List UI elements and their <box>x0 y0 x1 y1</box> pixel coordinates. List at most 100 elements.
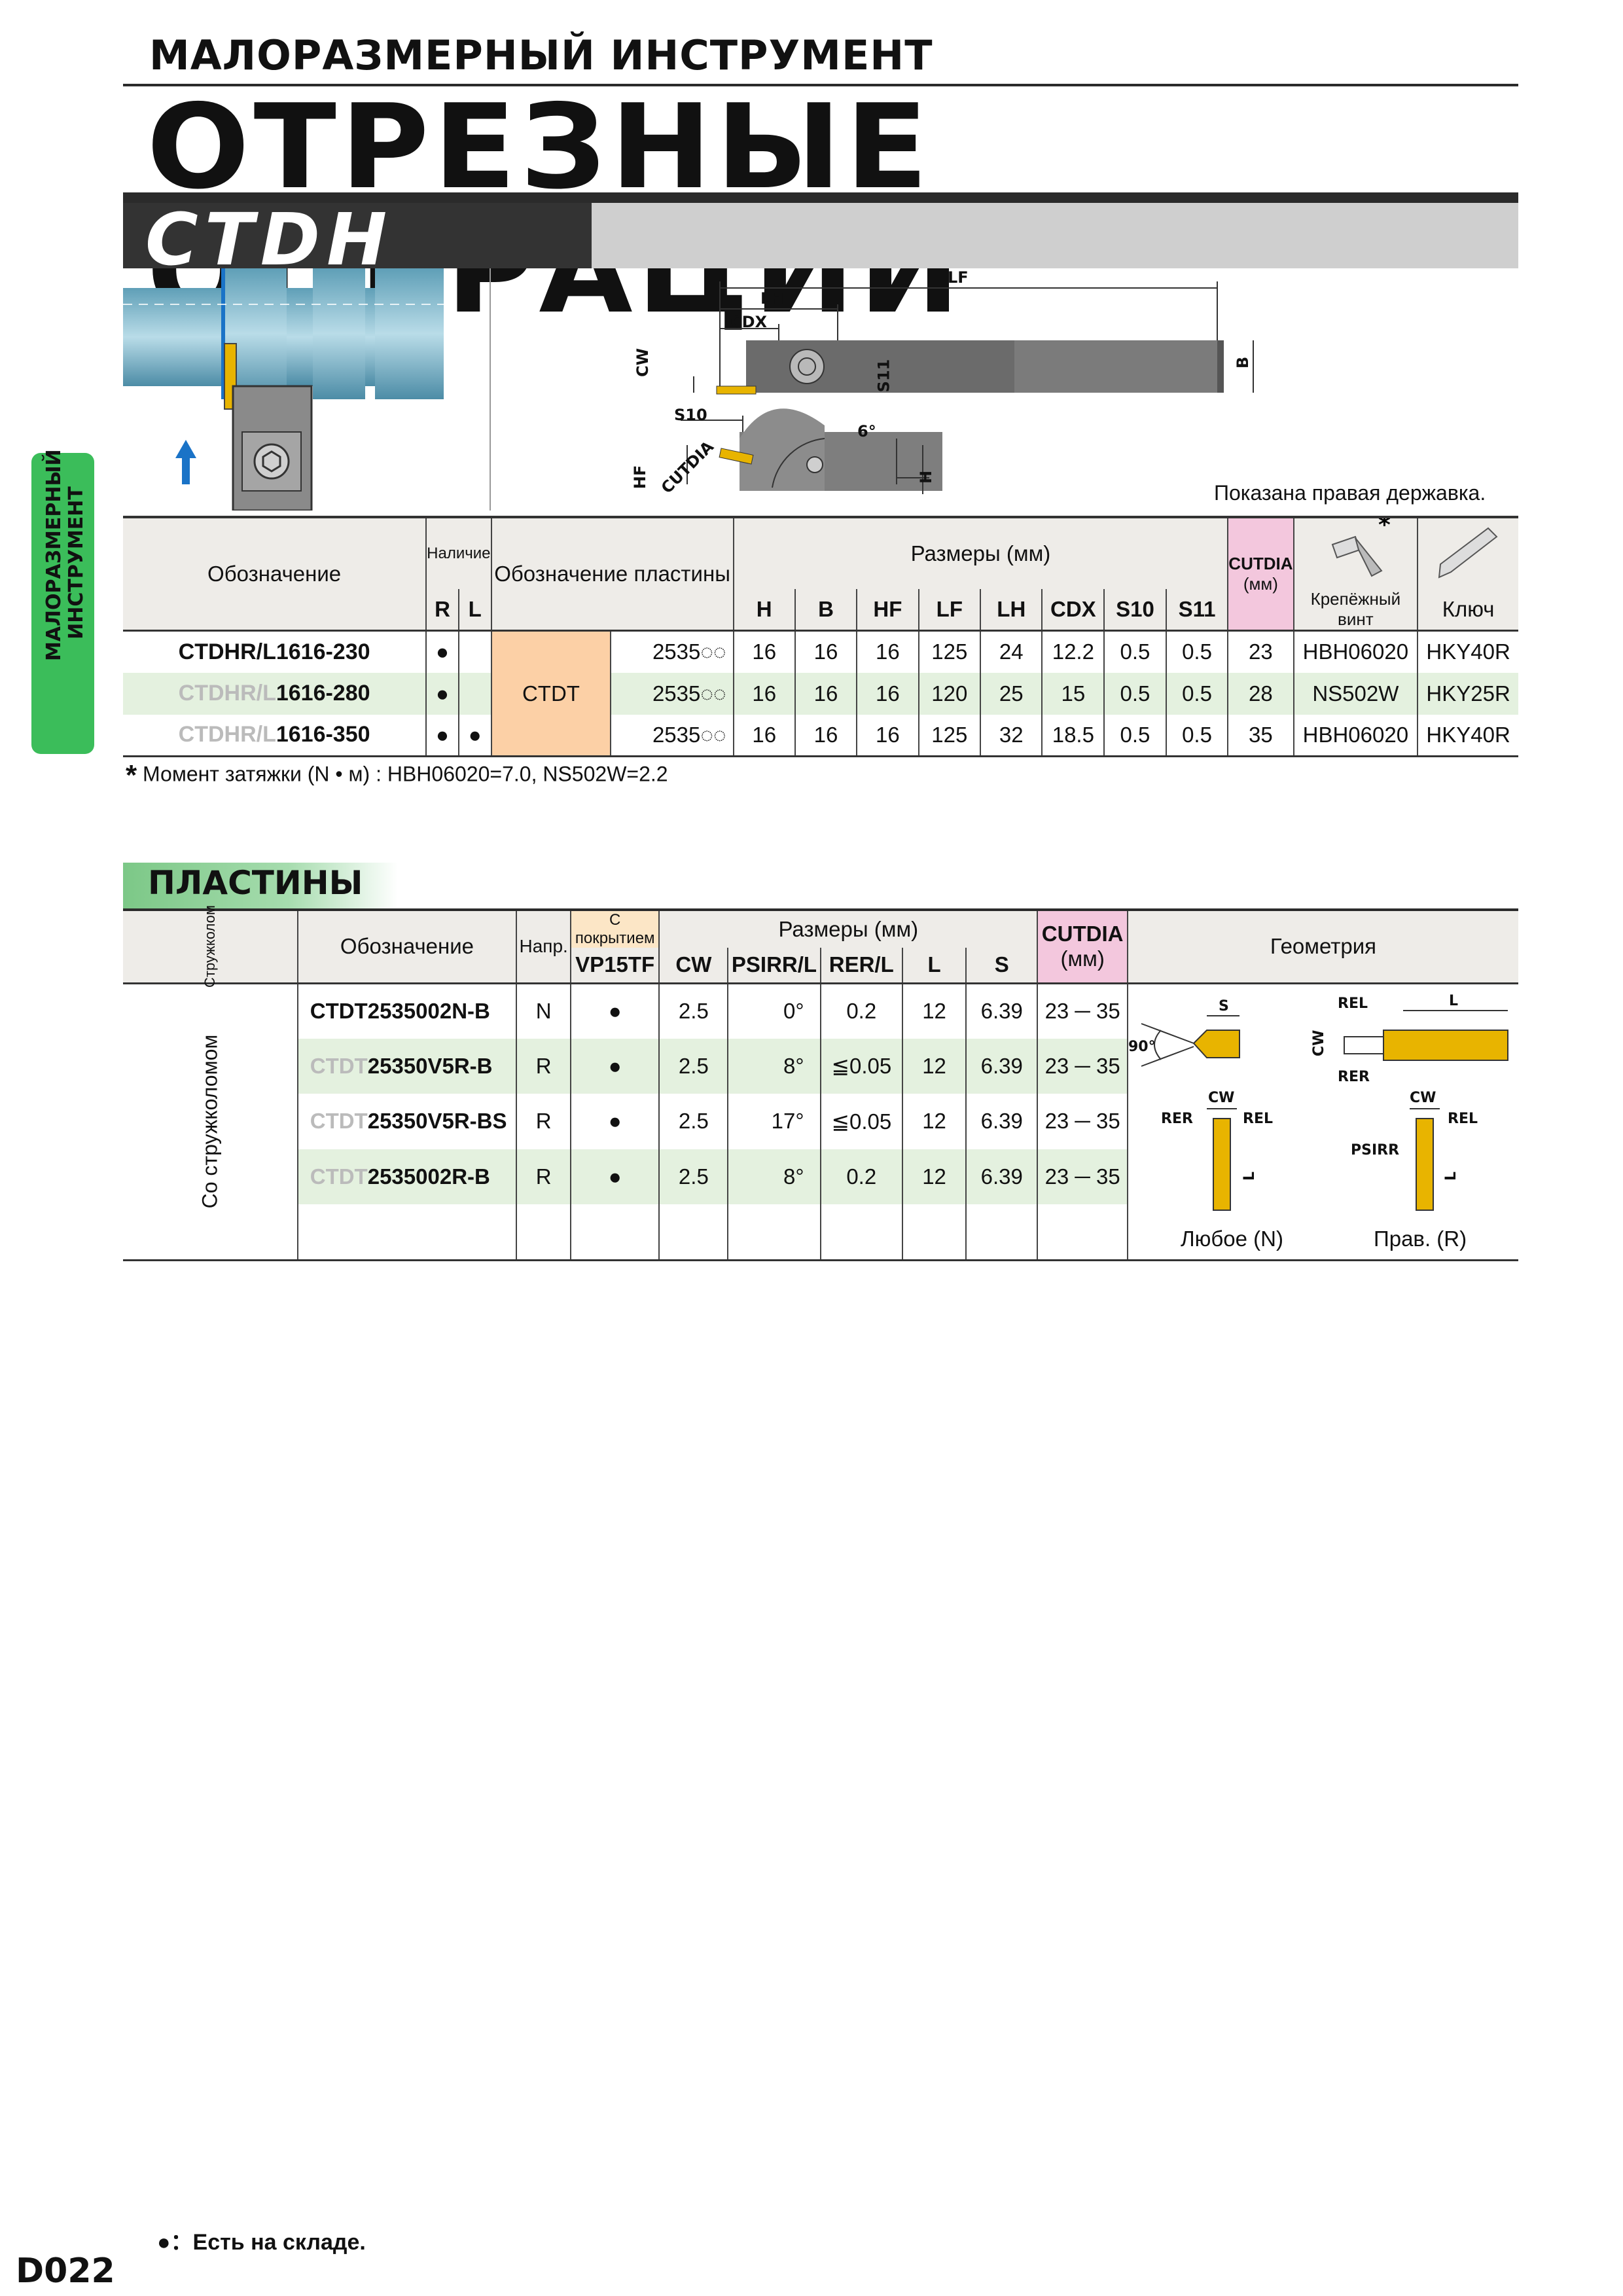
val-lh: 32 <box>980 714 1043 757</box>
key-image-cell <box>1417 517 1518 589</box>
screw-icon: * <box>1332 512 1391 577</box>
svg-text:90°: 90° <box>1128 1039 1156 1055</box>
dim-lf: LF <box>948 268 969 287</box>
val-psirr: 0° <box>727 983 821 1039</box>
col-designation: Обозначение <box>207 562 342 586</box>
val-hf: 16 <box>856 714 919 757</box>
stock-r: ● <box>425 672 459 715</box>
col-coated: С покрытием <box>570 911 660 948</box>
table-row: CTDT25350V5R-BS R ● 2.5 17° ≦0.05 12 6.3… <box>123 1094 1518 1149</box>
dim-hf: HF <box>631 465 650 490</box>
val-key: HKY25R <box>1417 672 1518 715</box>
col-grade: VP15TF <box>570 948 660 983</box>
stock-legend: ●：Есть на складе. <box>157 2230 366 2255</box>
dim-s11: S11 <box>874 359 893 393</box>
svg-text:L: L <box>1449 993 1458 1009</box>
col-cutdia: CUTDIA (мм) <box>1037 911 1128 983</box>
val-psirr: 8° <box>727 1149 821 1205</box>
val-cdx: 12.2 <box>1041 630 1105 673</box>
screw-image-cell: * <box>1293 512 1418 589</box>
hex-key-icon <box>1438 527 1498 579</box>
val-psirr: 8° <box>727 1038 821 1094</box>
insert-designation: CTDT25350V5R-B <box>296 1038 517 1094</box>
inserts-section-tab <box>123 863 398 908</box>
col-designation: Обозначение <box>296 911 517 983</box>
val-b: 16 <box>794 672 857 715</box>
arrow-up-icon <box>175 440 196 484</box>
col-screw: Крепёжный винт <box>1293 589 1418 631</box>
stock-l: ● <box>457 714 491 757</box>
col-direction: Напр. <box>516 911 571 983</box>
right-holder-caption: Показана правая державка. <box>1214 481 1486 505</box>
val-cw: 2.5 <box>658 1094 728 1149</box>
col-availability: Наличие <box>425 517 491 589</box>
val-b: 16 <box>794 714 857 757</box>
col-hf: HF <box>856 589 919 631</box>
col-dimensions: Размеры (мм) <box>658 911 1038 948</box>
val-cw: 2.5 <box>658 1149 728 1205</box>
val-s: 6.39 <box>965 1149 1038 1205</box>
col-key: Ключ <box>1417 589 1518 631</box>
val-cdx: 15 <box>1041 672 1105 715</box>
val-grade: ● <box>570 1094 660 1149</box>
col-r: R <box>425 589 459 631</box>
val-rer: ≦0.05 <box>819 1094 902 1149</box>
stock-l <box>457 630 491 673</box>
svg-text:L: L <box>1443 1171 1459 1180</box>
dim-s10: S10 <box>674 406 707 424</box>
insert-geometry-drawing: 90° S REL L RER CW CW RER REL <box>1128 993 1508 1251</box>
group-label-cell: Со стружколомом <box>123 983 298 1261</box>
col-cw: CW <box>658 948 728 983</box>
val-hf: 16 <box>856 672 919 715</box>
val-s: 6.39 <box>965 983 1038 1039</box>
stock-r: ● <box>425 714 459 757</box>
col-lh: LH <box>980 589 1043 631</box>
insert-code: 2535◌◌ <box>610 672 734 715</box>
insert-code: 2535◌◌ <box>610 630 734 673</box>
application-illustration <box>123 268 444 511</box>
val-h: 16 <box>732 714 795 757</box>
insert-designation: CTDT25350V5R-BS <box>296 1094 517 1149</box>
header-rule <box>123 84 1518 86</box>
val-key: HKY40R <box>1417 714 1518 757</box>
val-cutdia: 23 ─ 35 <box>1037 983 1128 1039</box>
svg-text:CW: CW <box>1311 1030 1327 1056</box>
val-s11: 0.5 <box>1165 714 1228 757</box>
val-lf: 125 <box>918 630 981 673</box>
svg-text:REL: REL <box>1243 1111 1273 1127</box>
val-grade: ● <box>570 983 660 1039</box>
dim-lh: LH <box>760 289 784 308</box>
dim-b: B <box>1234 356 1253 369</box>
insert-designation: CTDT2535002R-B <box>296 1149 517 1205</box>
col-insert-designation: Обозначение пластины <box>490 517 734 631</box>
val-rer: 0.2 <box>819 983 902 1039</box>
svg-text:REL: REL <box>1338 996 1368 1012</box>
category-title: МАЛОРАЗМЕРНЫЙ ИНСТРУМЕНТ <box>149 31 933 79</box>
val-s11: 0.5 <box>1165 630 1228 673</box>
table-row: CTDHR/L1616-350 ● ● 2535◌◌ 16 16 16 125 … <box>123 714 1518 757</box>
val-psirr: 17° <box>727 1094 821 1149</box>
col-s10: S10 <box>1103 589 1166 631</box>
side-tab-label: МАЛОРАЗМЕРНЫЙ ИНСТРУМЕНТ <box>43 449 88 661</box>
svg-text:RER: RER <box>1161 1111 1193 1127</box>
stock-r: ● <box>425 630 459 673</box>
dim-cw: CW <box>633 348 652 378</box>
insert-type: CTDT <box>490 630 611 757</box>
val-screw: HBH06020 <box>1293 714 1418 757</box>
svg-text:Любое (N): Любое (N) <box>1181 1227 1283 1251</box>
svg-text:CW: CW <box>1208 1090 1234 1106</box>
table-row: CTDHR/L1616-280 ● 2535◌◌ 16 16 16 120 25… <box>123 672 1518 715</box>
val-h: 16 <box>732 630 795 673</box>
val-direction: R <box>516 1149 571 1205</box>
series-band-gray <box>592 203 1518 268</box>
table-row: Со стружколомом CTDT2535002N-B N ● 2.5 0… <box>123 983 1518 1261</box>
dim-h: H <box>917 470 936 484</box>
inserts-table: Стружколом Обозначение Напр. С покрытием… <box>123 905 1518 1261</box>
side-tab[interactable] <box>31 453 94 754</box>
val-l: 12 <box>901 1149 967 1205</box>
val-s11: 0.5 <box>1165 672 1228 715</box>
val-s10: 0.5 <box>1103 714 1166 757</box>
insert-code: 2535◌◌ <box>610 714 734 757</box>
page-number: D022 <box>16 2251 115 2291</box>
val-cw: 2.5 <box>658 983 728 1039</box>
